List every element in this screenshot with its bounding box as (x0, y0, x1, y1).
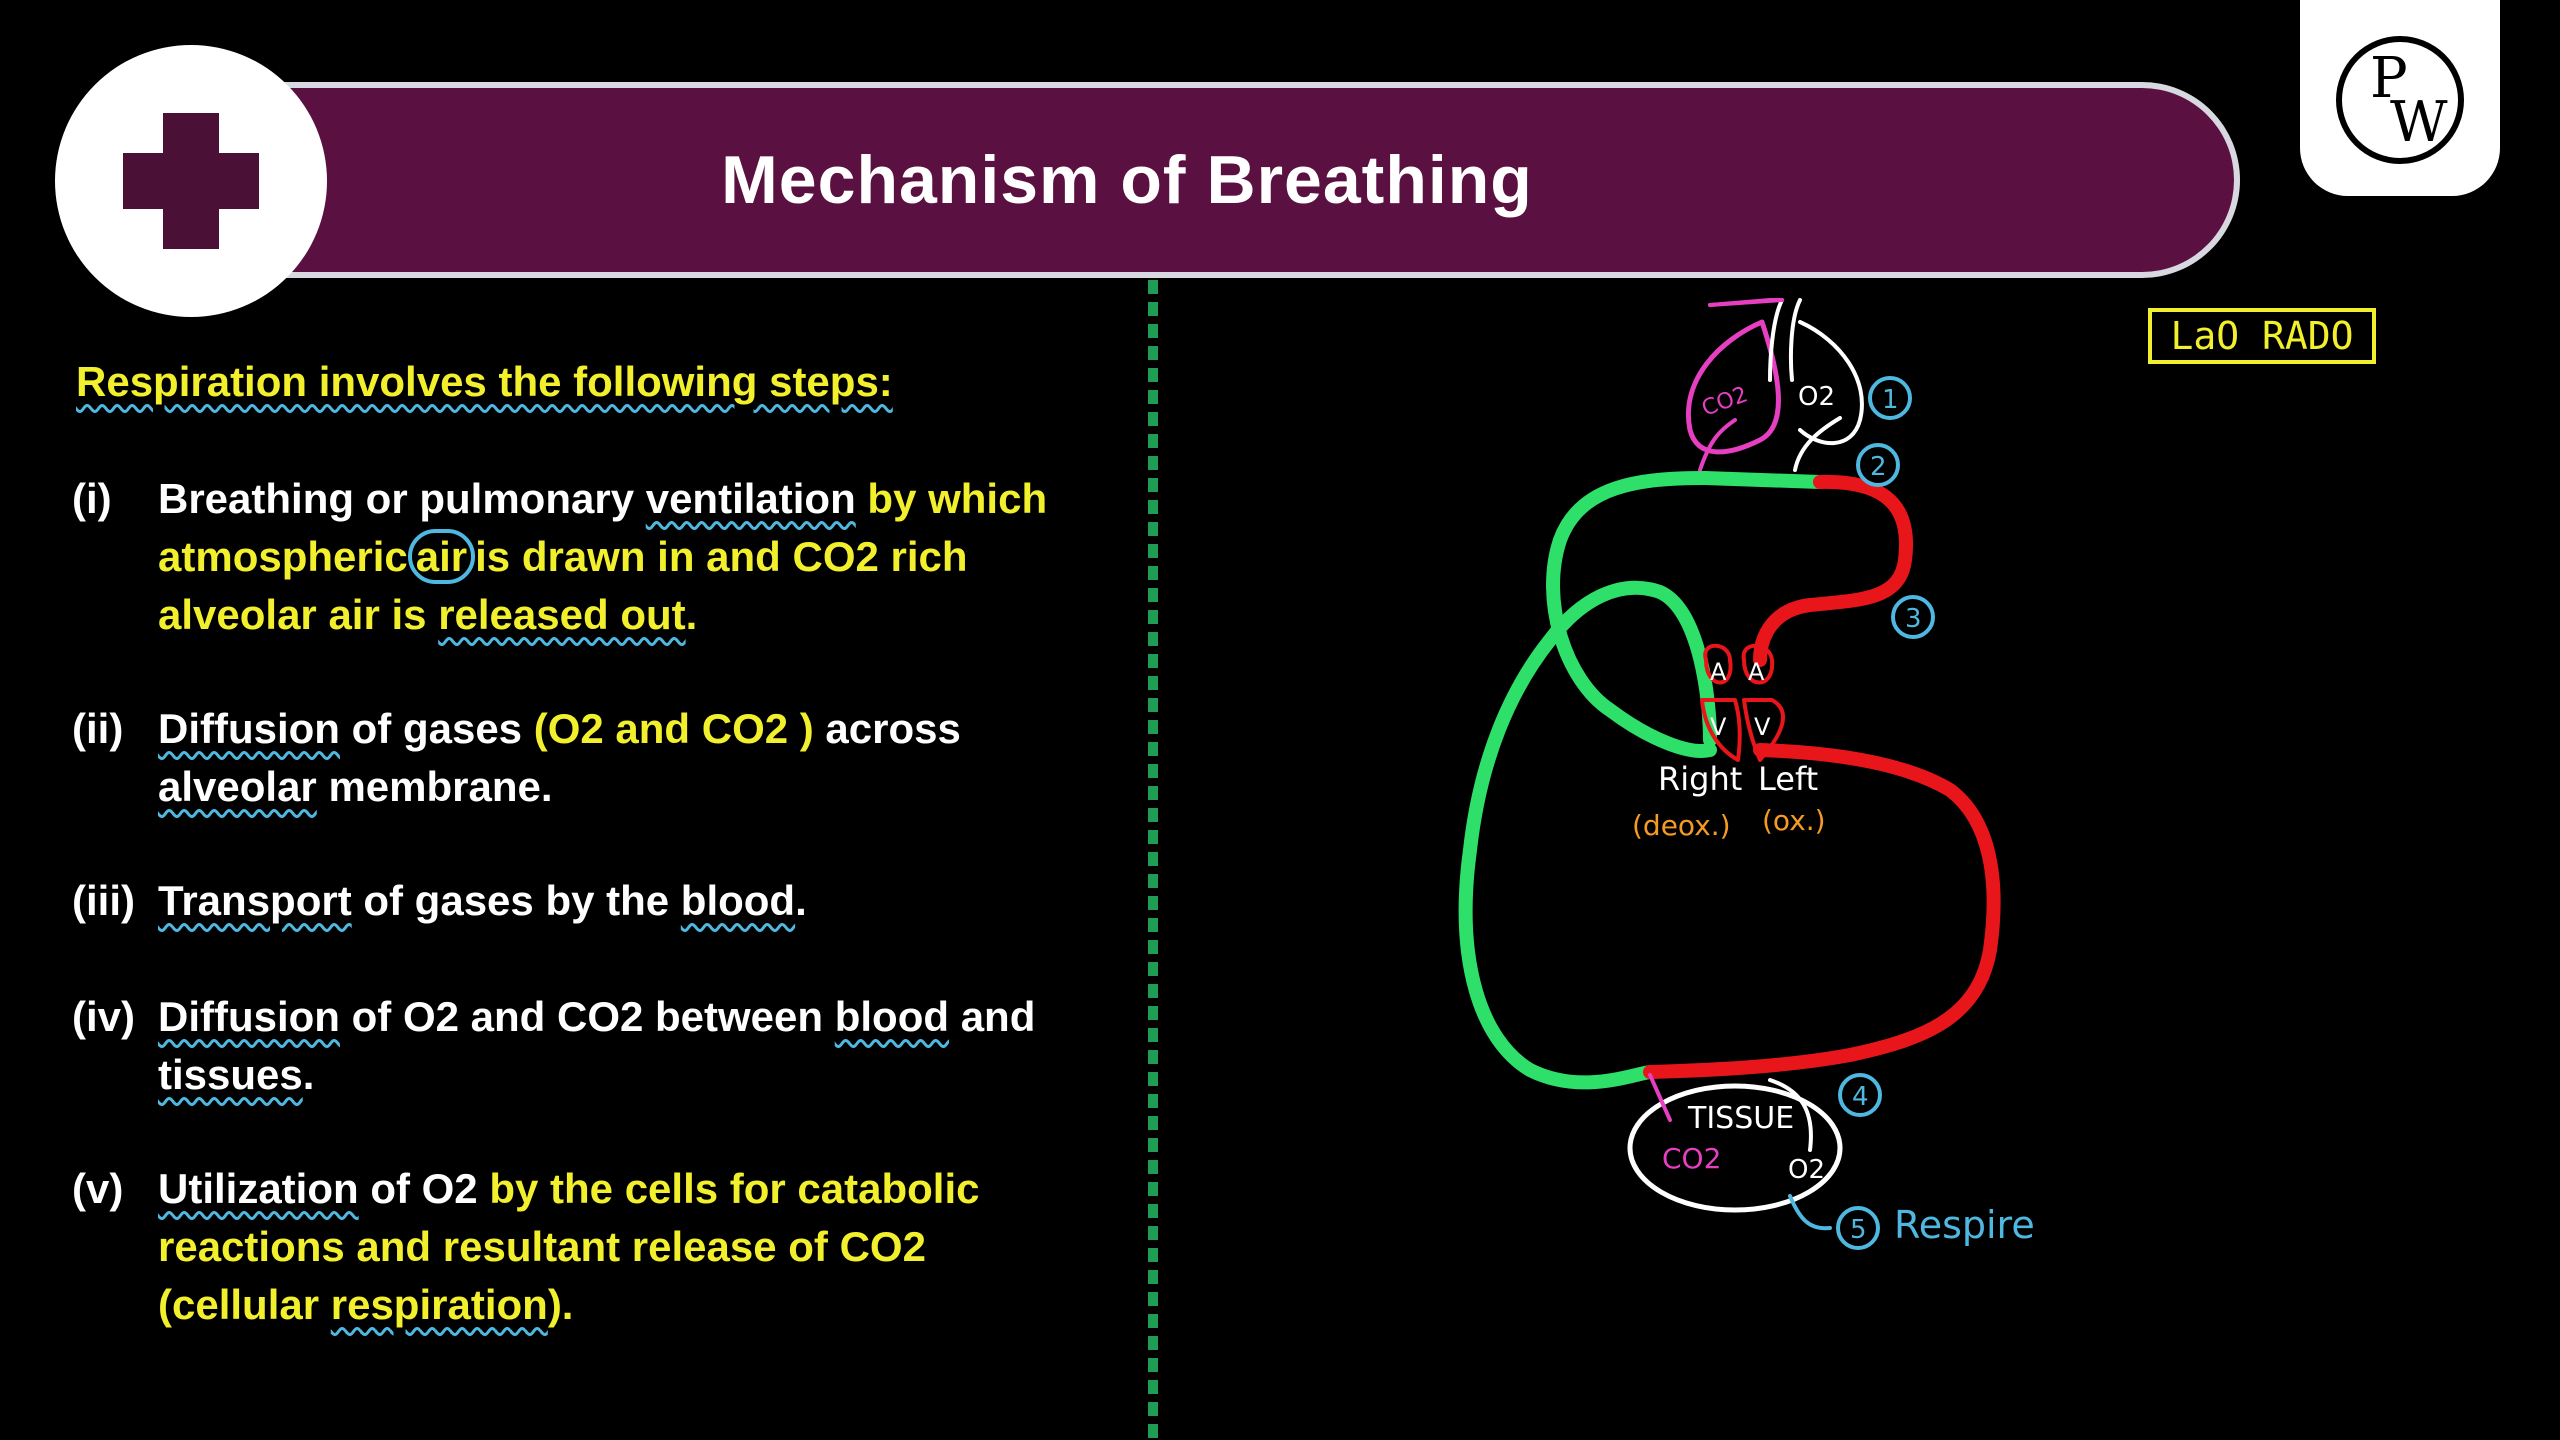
intro-heading: Respiration involves the following steps… (76, 358, 893, 405)
ventricle-right: V (1710, 713, 1727, 741)
ventricle-left: V (1754, 713, 1771, 741)
ox-label: (ox.) (1762, 804, 1826, 837)
left-label: Left (1758, 760, 1818, 798)
lao-rado-label: LaO RADO (2148, 308, 2376, 364)
aorta-path (1643, 743, 2001, 1079)
right-label: Right (1658, 760, 1742, 798)
step-2-marker (1856, 443, 1900, 487)
atrium-left: A (1748, 658, 1765, 686)
respire-label: Respire (1894, 1203, 2035, 1247)
respire-arrow (1788, 1194, 1832, 1231)
title-banner: Mechanism of Breathing (240, 82, 2240, 278)
pulmonary-vein-red (1753, 474, 1914, 667)
o2-tissue-label: O2 (1788, 1155, 1825, 1185)
pw-logo: P W (2300, 0, 2500, 196)
heart-return-loop (1458, 580, 1717, 1090)
pulmonary-artery-path (1546, 471, 1717, 758)
heart-right-atrium (1703, 643, 1733, 685)
tissue-outline (1627, 1083, 1843, 1213)
divider (1148, 280, 1158, 1440)
page-title: Mechanism of Breathing (721, 142, 1533, 218)
step-4-marker (1838, 1073, 1882, 1117)
n5: 5 (1850, 1215, 1867, 1245)
heart-right-ventricle (1700, 698, 1742, 762)
o2-label: O2 (1798, 382, 1835, 412)
logo (55, 45, 327, 317)
step-5-marker (1836, 1206, 1880, 1250)
atrium-right: A (1710, 658, 1727, 686)
pulmonary-vein-green (1698, 471, 1827, 489)
n1: 1 (1882, 385, 1899, 415)
trachea (1768, 298, 1802, 382)
n2: 2 (1870, 452, 1887, 482)
deox-label: (deox.) (1632, 809, 1731, 842)
lungs-outline (1686, 319, 1781, 455)
n4: 4 (1852, 1082, 1869, 1112)
heart-left-atrium (1741, 643, 1775, 685)
n3: 3 (1905, 604, 1922, 634)
co2-label: CO2 (1699, 382, 1751, 421)
tissue-label: TISSUE (1687, 1101, 1794, 1136)
heart-left-ventricle (1742, 698, 1785, 762)
step-3-marker (1891, 595, 1935, 639)
step-1-marker (1868, 376, 1912, 420)
pw-logo-icon: P W (2336, 36, 2464, 164)
co2-tissue-label: CO2 (1662, 1142, 1721, 1175)
